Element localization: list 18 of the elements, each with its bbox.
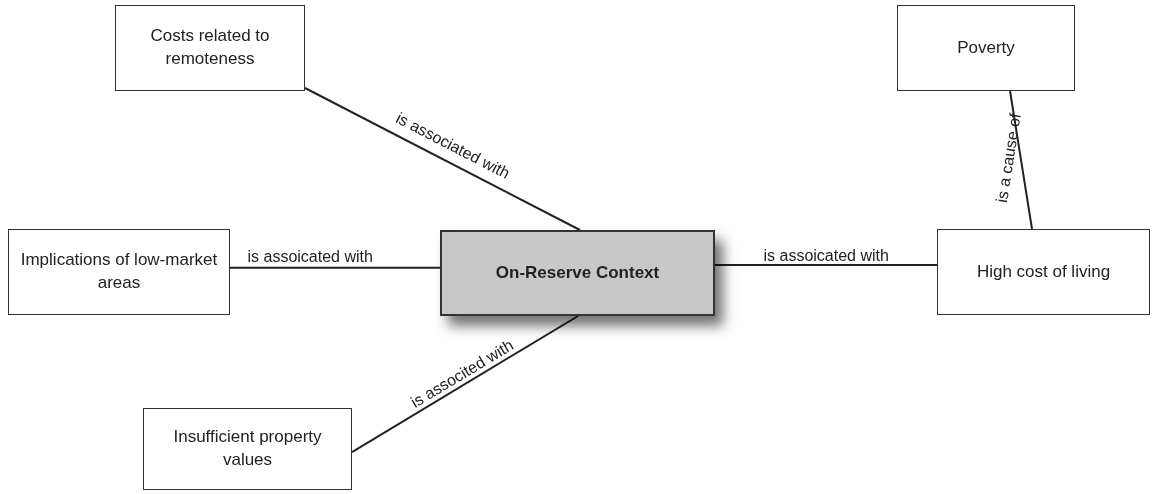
edge-label: is assoicated with [247,248,373,266]
concept-label: High cost of living [975,260,1112,283]
connector-line [229,266,441,269]
concept-label: Insufficient property values [172,426,323,471]
concept-label: Poverty [956,36,1016,59]
connector-line [714,264,938,267]
connector-line [1009,90,1033,230]
concept-label: On-Reserve Context [494,261,661,284]
connector-line [304,87,581,231]
concept-box [897,5,1075,91]
concept-box [8,229,230,315]
concept-label: Implications of low-market areas [19,249,219,294]
central-concept-box [440,230,715,316]
concept-box [937,229,1150,315]
edge-label: is assoicated with [763,247,889,265]
concept-box [115,5,305,91]
concept-label: Costs related to remoteness [149,25,271,70]
concept-box [143,408,352,490]
